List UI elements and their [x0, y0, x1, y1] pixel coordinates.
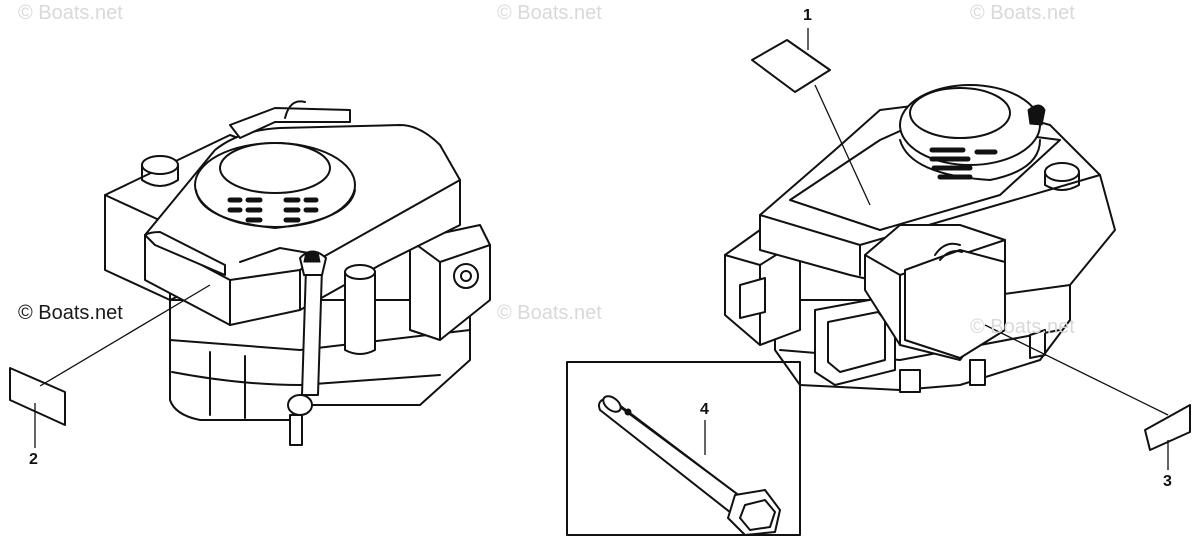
callout-label-4: 4 [700, 401, 709, 418]
callout-label-1: 1 [803, 7, 812, 24]
watermark-mid-right: © Boats.net [970, 316, 1075, 338]
watermark-top-center: © Boats.net [497, 2, 602, 24]
engine-right-illustration [724, 84, 1116, 393]
label-decal [9, 367, 66, 426]
watermark-top-left: © Boats.net [18, 2, 123, 24]
watermark-mid-center: © Boats.net [497, 302, 602, 324]
callout-label-2: 2 [29, 451, 38, 468]
tube-wrench [566, 361, 801, 536]
engine-left-illustration [104, 100, 491, 446]
watermark-mid-left: © Boats.net [18, 302, 123, 324]
leader-line-2 [34, 284, 211, 448]
watermark-top-right: © Boats.net [970, 2, 1075, 24]
label-decal-3 [984, 324, 1191, 470]
callout-label-3: 3 [1163, 473, 1172, 490]
label-decal-1 [751, 28, 871, 206]
